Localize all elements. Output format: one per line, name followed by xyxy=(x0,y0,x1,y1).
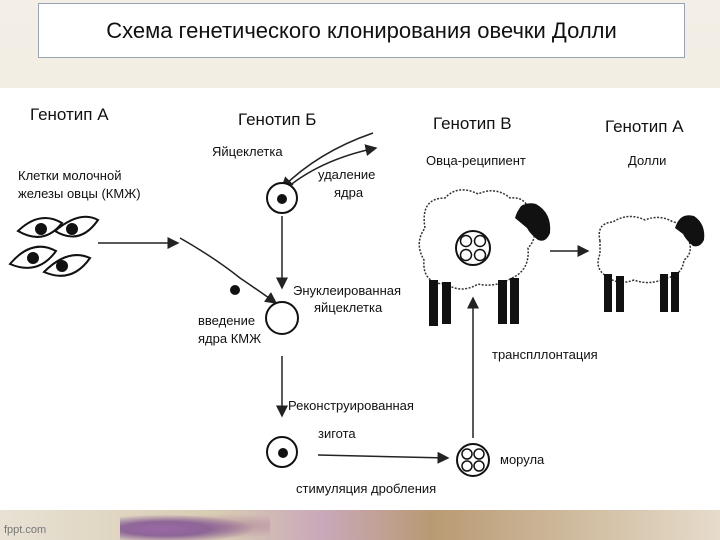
cell-nucleus xyxy=(66,223,78,235)
cell-nucleus xyxy=(56,260,68,272)
slide-title: Схема генетического клонирования овечки … xyxy=(106,17,617,43)
heading-genotype-v: Генотип В xyxy=(433,114,512,133)
removal-arrow xyxy=(280,132,374,190)
injected-nucleus xyxy=(230,285,240,295)
removal-label-1: удаление xyxy=(318,167,375,182)
transplant-label: транспллонтация xyxy=(492,347,598,362)
injection-label-1: введение xyxy=(198,313,255,328)
heading-genotype-b: Генотип Б xyxy=(238,110,316,129)
injection-label-2: ядра КМЖ xyxy=(198,331,261,346)
morula-label: морула xyxy=(500,452,545,467)
injection-arrow xyxy=(179,237,278,304)
egg-label: Яйцеклетка xyxy=(212,144,283,159)
removal-label-2: ядра xyxy=(334,185,364,200)
cell-nucleus xyxy=(35,223,47,235)
mammary-cells xyxy=(8,215,100,277)
heading-genotype-a: Генотип А xyxy=(30,105,109,124)
recipient-label: Овца-реципиент xyxy=(426,153,526,168)
enucleated-label-2: яйцеклетка xyxy=(314,300,383,315)
cell-nucleus xyxy=(27,252,39,264)
heading-genotype-a2: Генотип А xyxy=(605,117,684,136)
footer-flower-image xyxy=(120,512,270,540)
reconstructed-label-2: зигота xyxy=(318,426,356,441)
reconstructed-label-1: Реконструированная xyxy=(288,398,414,413)
dolly-label: Долли xyxy=(628,153,666,168)
kmzh-label-2: железы овцы (КМЖ) xyxy=(18,186,141,201)
cloning-diagram: Генотип А Генотип Б Генотип В Генотип А … xyxy=(8,105,705,496)
dolly-sheep xyxy=(597,215,705,312)
arrow-to-morula xyxy=(317,451,450,464)
recipient-sheep xyxy=(418,189,551,326)
zygote-nucleus xyxy=(278,448,288,458)
title-box: Схема генетического клонирования овечки … xyxy=(38,3,685,58)
stimulation-label: стимуляция дробления xyxy=(296,481,436,496)
kmzh-label-1: Клетки молочной xyxy=(18,168,121,183)
enucleated-label-1: Энуклеированная xyxy=(293,283,401,298)
egg-nucleus xyxy=(277,194,287,204)
diagram-area: Генотип А Генотип Б Генотип В Генотип А … xyxy=(0,88,720,510)
footer-strip xyxy=(0,510,720,540)
morula xyxy=(456,443,490,477)
enucleated-egg xyxy=(265,301,299,335)
watermark: fppt.com xyxy=(4,524,47,536)
